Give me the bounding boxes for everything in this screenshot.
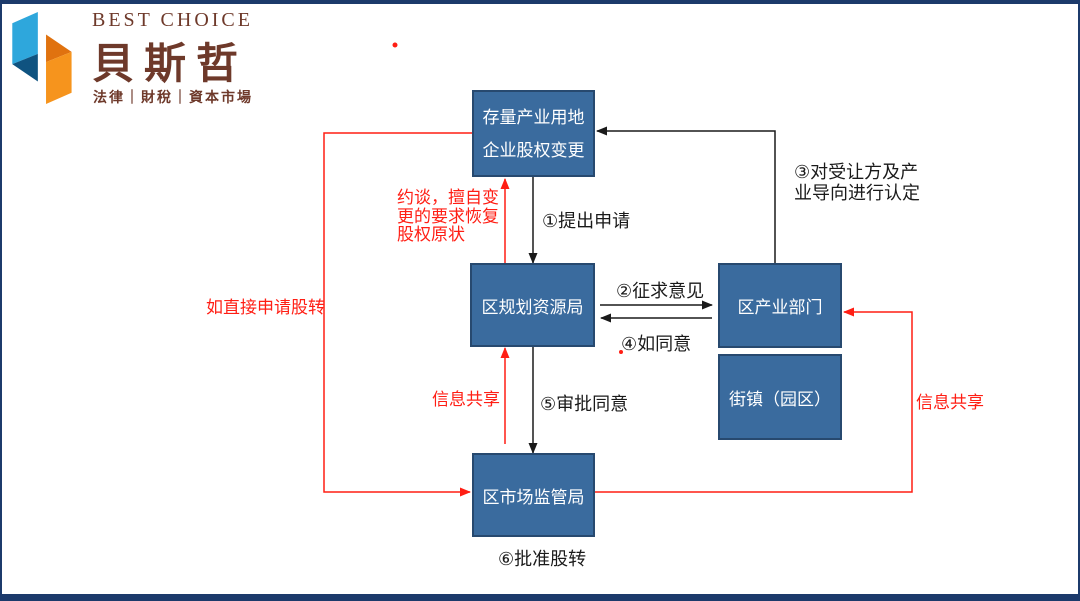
label-step1: ①提出申请: [542, 211, 631, 231]
red-dot-top: [392, 42, 398, 48]
label-step2: ②征求意见: [616, 281, 705, 301]
frame-right-border: [1078, 0, 1080, 601]
label-step4: ④如同意: [621, 334, 692, 354]
node-market-supervision-bureau: 区市场监管局: [472, 453, 595, 537]
node-planning-resources-bureau: 区规划资源局: [470, 263, 595, 347]
label-red-info-share-left: 信息共享: [432, 390, 500, 409]
label-red-direct-transfer: 如直接申请股转: [206, 298, 325, 317]
label-red-interview: 约谈，擅自变更的要求恢复股权原状: [397, 188, 499, 245]
arrow-red-direct-transfer: [323, 132, 472, 497]
label-step6: ⑥批准股转: [498, 549, 587, 569]
arrow-step3-confirm: [596, 126, 776, 263]
node-stock-line1: 存量产业用地: [482, 107, 585, 127]
logo: BEST CHOICE 貝斯哲 法律｜財稅｜資本市場: [12, 8, 272, 108]
frame-top-border: [0, 0, 1080, 4]
frame-bottom-border: [0, 594, 1080, 601]
node-stock-land-equity-change: 存量产业用地 企业股权变更: [472, 90, 595, 177]
label-step3: ③对受让方及产业导向进行认定: [794, 162, 920, 203]
frame-left-border: [0, 0, 2, 601]
node-town-park: 街镇（园区）: [718, 354, 842, 440]
node-stock-line2: 企业股权变更: [482, 140, 585, 160]
logo-brand-cn: 貝斯哲: [92, 42, 249, 88]
label-red-info-share-right: 信息共享: [916, 393, 984, 412]
logo-mark-icon: [12, 12, 72, 104]
label-step5: ⑤审批同意: [540, 394, 629, 414]
logo-brand-en: BEST CHOICE: [92, 9, 253, 31]
node-district-industry-dept: 区产业部门: [718, 263, 842, 348]
logo-tagline: 法律｜財稅｜資本市場: [93, 91, 253, 106]
